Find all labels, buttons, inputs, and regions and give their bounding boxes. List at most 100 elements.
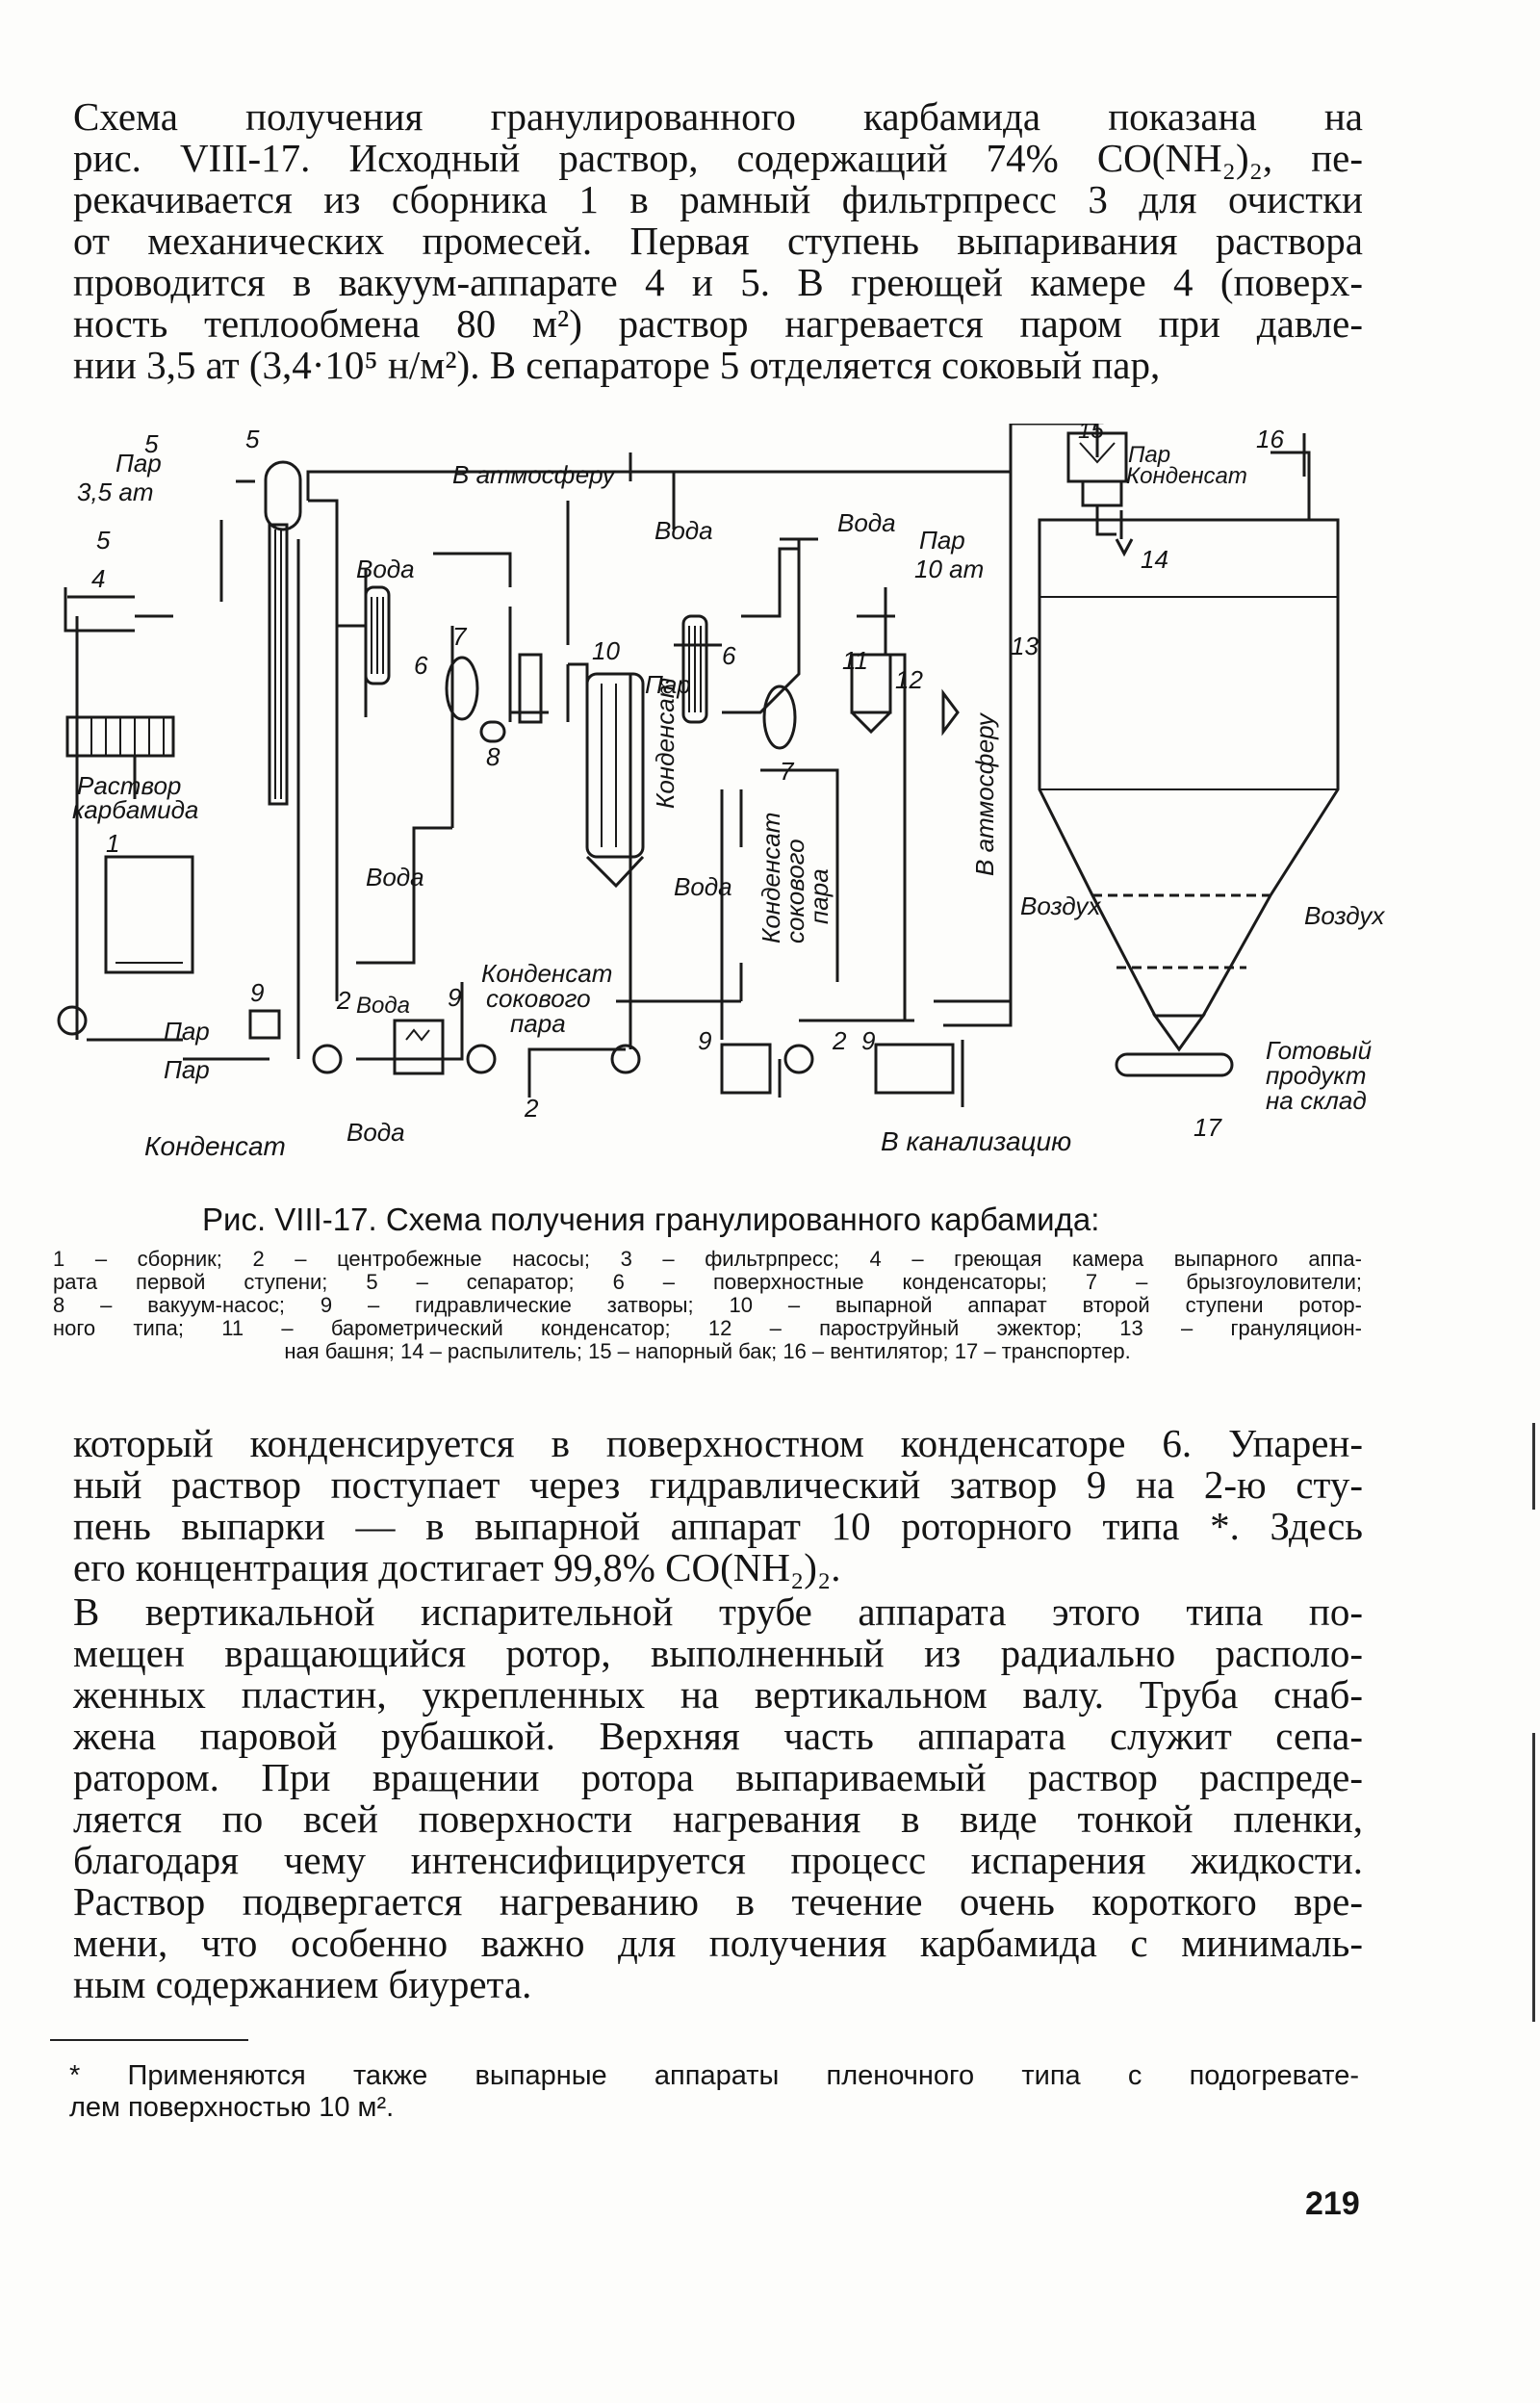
text-line: который конденсируется в поверхностном к… <box>73 1423 1363 1464</box>
label-water: Вода <box>366 863 424 891</box>
separator-5 <box>266 462 300 530</box>
text-line: ный раствор поступает через гидравлическ… <box>73 1464 1363 1506</box>
label-condensate: Конденсат <box>144 1131 286 1161</box>
label-steam-vertical: пара <box>805 868 834 924</box>
label-steam: Пар <box>164 1017 210 1046</box>
legend-line: 8 – вакуум-насос; 9 – гидравлические зат… <box>53 1294 1362 1317</box>
footnote-rule <box>50 2039 248 2041</box>
text-line: В вертикальной испарительной трубе аппар… <box>73 1591 1363 1633</box>
label-num: 9 <box>250 978 264 1007</box>
label-num: 15 <box>1078 424 1104 444</box>
text-line: проводится в вакуум-аппарате 4 и 5. В гр… <box>73 262 1363 303</box>
text-line: от механических промесей. Первая ступень… <box>73 220 1363 262</box>
page-number: 219 <box>1305 2185 1360 2223</box>
label-num: 12 <box>895 665 923 694</box>
figure-caption: Рис. VIII-17. Схема получения гранулиров… <box>202 1202 1357 1238</box>
label-steam: Пар <box>919 526 965 555</box>
label-water: Вода <box>346 1118 405 1147</box>
label-condensate: Конденсат <box>1126 463 1247 489</box>
vacuum-pump-8 <box>481 722 504 741</box>
label-urea: карбамида <box>72 795 198 824</box>
label-steam: Пар <box>164 1055 210 1084</box>
scan-edge-mark <box>1532 1423 1535 1510</box>
text-line: Раствор подвергается нагреванию в течени… <box>73 1881 1363 1923</box>
text-line: женных пластин, укрепленных на вертикаль… <box>73 1674 1363 1716</box>
text-line: благодаря чему интенсифицируется процесс… <box>73 1840 1363 1881</box>
label-num: 10 <box>592 636 620 665</box>
label-to-atmosphere: В атмосферу <box>452 460 617 489</box>
label-air: Воздух <box>1304 901 1385 930</box>
label-air: Воздух <box>1020 891 1101 920</box>
text-line: Схема получения гранулированного карбами… <box>73 96 1363 138</box>
label-water: Вода <box>654 516 713 545</box>
sprayer-14 <box>1116 539 1132 554</box>
label-warehouse: на склад <box>1266 1086 1367 1115</box>
text-line: мещен вращающийся ротор, выполненный из … <box>73 1633 1363 1674</box>
text-line: ным содержанием биурета. <box>73 1964 1363 2005</box>
steam-ejector-12 <box>943 693 958 732</box>
label-num: 2 <box>336 986 351 1015</box>
legend-line: ная башня; 14 – распылитель; 15 – напорн… <box>53 1340 1362 1363</box>
text-line: ность теплообмена 80 м²) раствор нагрева… <box>73 303 1363 345</box>
label-pressure-10: 10 ат <box>914 555 984 583</box>
text-line: ратором. При вращении ротора выпариваемы… <box>73 1757 1363 1798</box>
label-condensate-vertical: Конденсат <box>651 678 680 809</box>
label-num: 9 <box>698 1026 711 1055</box>
label-pressure-3-5: 3,5 ат <box>77 478 154 506</box>
text-line: рекачивается из сборника 1 в рамный филь… <box>73 179 1363 220</box>
label-num: 13 <box>1011 632 1039 660</box>
label-num: 17 <box>1194 1113 1222 1142</box>
label-num: 2 <box>524 1094 539 1123</box>
label-num: 5 <box>245 425 260 453</box>
label-num: 5 <box>96 526 111 555</box>
label-num: 8 <box>486 742 500 771</box>
label-water: Вода <box>837 508 896 537</box>
hydraulic-seal-9d <box>876 1045 953 1093</box>
label-water: Вода <box>356 993 410 1019</box>
legend-line: 1 – сборник; 2 – центробежные насосы; 3 … <box>53 1248 1362 1271</box>
text-line: рис. VIII-17. Исходный раствор, содержащ… <box>73 138 1363 179</box>
body-paragraph-2: который конденсируется в поверхностном к… <box>73 1423 1363 1589</box>
footnote-line: лем поверхностью 10 м². <box>69 2092 1359 2124</box>
label-water: Вода <box>674 872 732 901</box>
label-num: 14 <box>1141 545 1168 574</box>
label-num: 5 <box>144 429 159 458</box>
text-line: пень выпарки — в выпарной аппарат 10 рот… <box>73 1506 1363 1547</box>
hydraulic-seal-9b <box>395 1021 443 1073</box>
text-line: мени, что особенно важно для получения к… <box>73 1923 1363 1964</box>
pump-2b <box>314 1046 341 1072</box>
pump-2 <box>59 1007 86 1034</box>
hydraulic-seal-9 <box>250 1011 279 1038</box>
label-num: 7 <box>452 622 468 651</box>
label-num: 11 <box>842 646 868 675</box>
text-line: жена паровой рубашкой. Верхняя часть апп… <box>73 1716 1363 1757</box>
separator-7b <box>764 686 795 748</box>
pipe-top <box>308 472 1011 501</box>
label-num: 9 <box>861 1026 875 1055</box>
pipe-vapor-1 <box>308 501 337 1001</box>
label-to-sewer: В канализацию <box>881 1126 1071 1156</box>
transporter-17 <box>1116 1054 1232 1075</box>
scan-edge-mark <box>1532 1733 1535 2022</box>
text-line: нии 3,5 ат (3,4·10⁵ н/м²). В сепараторе … <box>73 345 1363 386</box>
label-to-atmosphere-vertical: В атмосферу <box>970 711 999 876</box>
footnote-line: * Применяются также выпарные аппараты пл… <box>69 2060 1359 2092</box>
process-flow-diagram: Пар 3,5 ат 5 4 5 5 Раствор карбамида 1 П… <box>48 424 1453 1184</box>
intro-paragraph: Схема получения гранулированного карбами… <box>73 96 1363 386</box>
label-water: Вода <box>356 555 415 583</box>
label-steam-word: пара <box>510 1009 566 1038</box>
label-num: 4 <box>91 564 105 593</box>
legend-line: рата первой ступени; 5 – сепаратор; 6 – … <box>53 1271 1362 1294</box>
text-line: ляется по всей поверхности нагревания в … <box>73 1798 1363 1840</box>
legend-line: ного типа; 11 – барометрический конденса… <box>53 1317 1362 1340</box>
hydraulic-seal-9c <box>722 1045 770 1093</box>
figure-legend: 1 – сборник; 2 – центробежные насосы; 3 … <box>53 1248 1362 1363</box>
label-num: 6 <box>722 641 736 670</box>
granulation-tower-13 <box>1040 520 1338 1016</box>
label-num: 7 <box>780 757 795 786</box>
pump-2c <box>468 1046 495 1072</box>
label-num: 1 <box>106 829 119 858</box>
footnote: * Применяются также выпарные аппараты пл… <box>69 2060 1359 2124</box>
label-num: 9 <box>448 983 461 1012</box>
pump-2e <box>785 1046 812 1072</box>
